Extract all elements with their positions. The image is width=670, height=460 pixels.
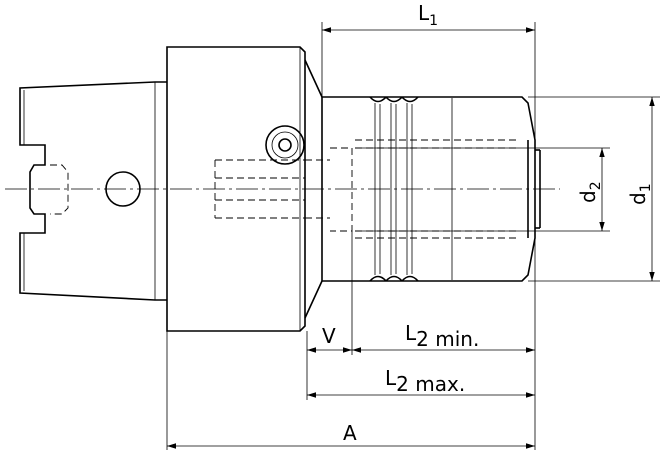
taper-shank <box>19 81 167 301</box>
label-L2max: L2 max. <box>385 366 465 396</box>
label-L1: L1 <box>418 1 438 29</box>
dimension-lines <box>167 27 655 449</box>
label-A: A <box>343 421 357 445</box>
label-d2: d2 <box>576 181 604 203</box>
adjust-screw <box>265 125 305 165</box>
label-L2min: L2 min. <box>405 321 479 351</box>
extension-lines <box>166 22 660 450</box>
label-d1: d1 <box>626 183 654 205</box>
label-V: V <box>322 324 336 348</box>
drive-hole <box>105 171 141 207</box>
